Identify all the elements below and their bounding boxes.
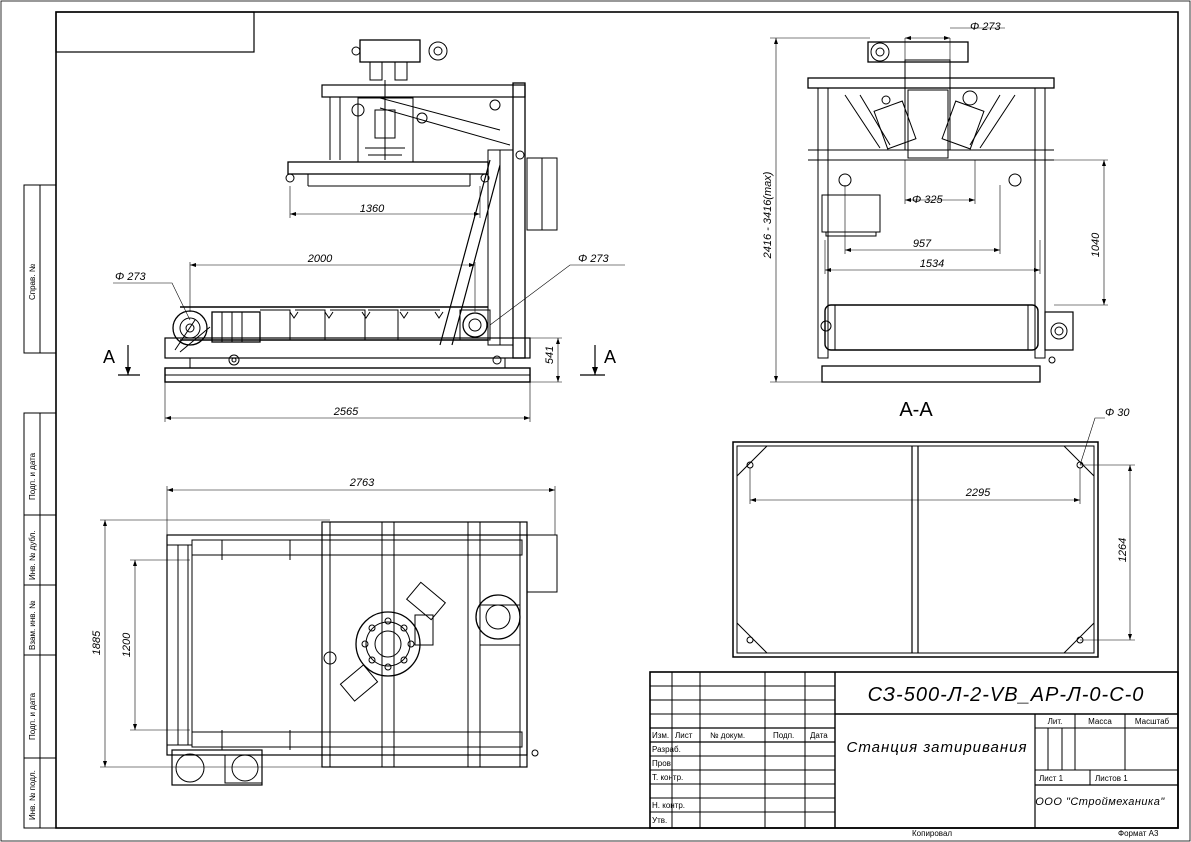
side-label-inv-podl: Инв. № подл. <box>28 770 37 820</box>
dim-957: 957 <box>913 238 932 250</box>
dim-d273-left: Φ 273 <box>115 271 146 283</box>
dim-1200: 1200 <box>121 632 133 657</box>
copied-label: Копировал <box>912 829 952 838</box>
section-mark-left: A <box>103 347 115 367</box>
stamp-izm: Изм. <box>652 731 669 740</box>
dim-1360: 1360 <box>360 203 385 215</box>
side-label-podp-data-1: Подп. и дата <box>28 452 37 500</box>
stamp-list: Лист <box>675 731 693 740</box>
sheet-number: Лист 1 <box>1039 774 1064 783</box>
dim-d273-right: Φ 273 <box>578 253 609 265</box>
dim-1534: 1534 <box>920 258 944 270</box>
dim-d325: Φ 325 <box>912 194 943 206</box>
stamp-doc: № докум. <box>710 731 745 740</box>
company-name: ООО "Строймеханика" <box>1035 796 1165 808</box>
drawing-designation: СЗ-500-Л-2-VB_AP-Л-0-С-0 <box>868 684 1145 706</box>
stamp-massa: Масса <box>1088 717 1112 726</box>
dim-2763: 2763 <box>349 477 375 489</box>
drawing-name: Станция затиривания <box>847 739 1028 756</box>
side-view: Φ 273 Φ 325 957 1534 1040 2416 - 3416(ma… <box>762 21 1108 421</box>
dim-1885: 1885 <box>91 630 103 655</box>
side-label-inv-dubl: Инв. № дубл. <box>28 530 37 580</box>
dim-d30: Φ 30 <box>1105 407 1130 419</box>
dim-height-total: 2416 - 3416(max) <box>762 171 774 259</box>
dim-2565: 2565 <box>333 406 359 418</box>
stamp-tkontr: Т. контр. <box>652 773 683 782</box>
side-label-vzam-inv: Взам. инв. № <box>28 600 37 650</box>
side-label-sprav: Справ. № <box>28 263 37 300</box>
dim-541: 541 <box>544 346 556 364</box>
stamp-utv: Утв. <box>652 816 667 825</box>
format-label: Формат А3 <box>1118 829 1159 838</box>
stamp-sign: Подп. <box>773 731 794 740</box>
top-left-box <box>55 11 255 53</box>
title-block <box>649 671 1179 829</box>
section-mark-right: A <box>604 347 616 367</box>
plan-view: 2763 1885 1200 <box>91 477 558 786</box>
dim-1040: 1040 <box>1090 232 1102 257</box>
stamp-lit: Лит. <box>1048 717 1063 726</box>
section-title: А-А <box>899 399 933 421</box>
dim-d273-side: Φ 273 <box>970 21 1001 33</box>
dim-2000: 2000 <box>307 253 333 265</box>
side-label-podp-data-2: Подп. и дата <box>28 692 37 740</box>
sheet-count: Листов 1 <box>1095 774 1128 783</box>
dim-1264: 1264 <box>1117 538 1129 562</box>
dim-2295: 2295 <box>965 487 991 499</box>
stamp-razrab: Разраб. <box>652 745 681 754</box>
stamp-date: Дата <box>810 731 828 740</box>
side-strip <box>23 184 57 829</box>
base-view: 2295 1264 Φ 30 <box>732 407 1135 658</box>
front-view: 1360 2000 2565 Φ 273 Φ 273 541 A A <box>103 39 625 422</box>
stamp-prov: Пров. <box>652 759 673 768</box>
stamp-masshtab: Масштаб <box>1135 717 1170 726</box>
stamp-nkontr: Н. контр. <box>652 801 685 810</box>
